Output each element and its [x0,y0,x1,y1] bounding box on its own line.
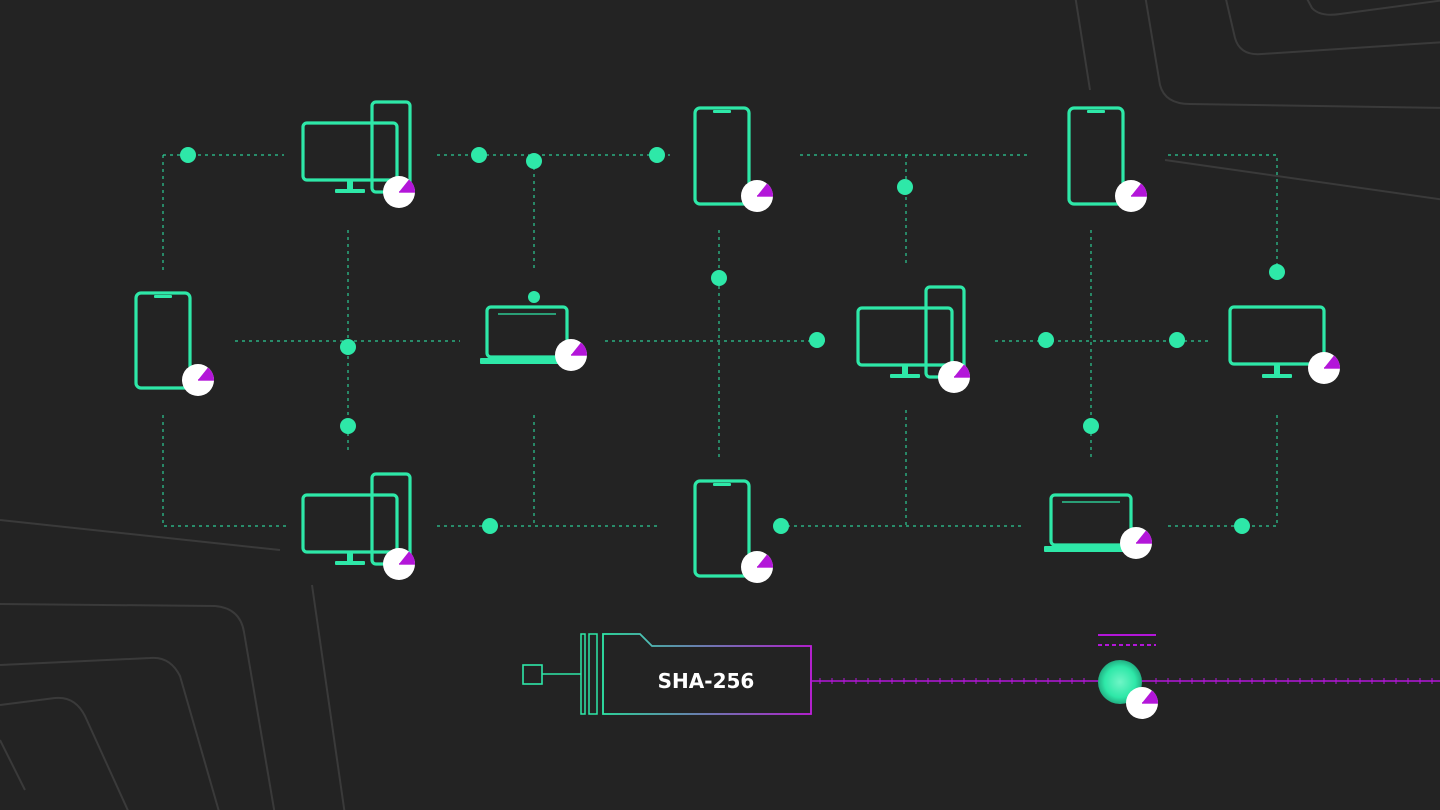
phone-icon [693,106,774,213]
phone-icon [134,291,215,397]
hash-box [602,633,812,715]
network-nodes [180,147,1285,534]
node [809,332,825,348]
progress-pie-icon [554,338,588,372]
progress-pie-icon [1119,526,1153,560]
node [773,518,789,534]
progress-pie-icon [382,547,416,581]
node [482,518,498,534]
node [180,147,196,163]
laptop-icon [1044,493,1153,560]
node [528,291,540,303]
hash-label: SHA-256 [658,669,755,693]
input-square-icon [522,664,543,685]
node [1083,418,1099,434]
phone-icon [1067,106,1148,213]
node [897,179,913,195]
desktop-phone-icon [301,100,416,209]
node [711,270,727,286]
laptop-icon [480,305,588,372]
node [1038,332,1054,348]
phone-icon [693,479,774,584]
progress-pie-icon [181,363,215,397]
monitor-icon [1228,305,1341,385]
node [1269,264,1285,280]
desktop-phone-icon [301,472,416,581]
desktop-phone-icon [856,285,971,394]
node [1234,518,1250,534]
hash-pipeline: SHA-256 [522,633,1440,720]
progress-pie-icon [1114,179,1148,213]
progress-pie-icon [1125,686,1159,720]
node [471,147,487,163]
node [649,147,665,163]
progress-pie-icon [1307,351,1341,385]
progress-pie-icon [740,179,774,213]
node [526,153,542,169]
network-links [162,154,1278,527]
node [340,339,356,355]
progress-pie-icon [937,360,971,394]
progress-pie-icon [382,175,416,209]
progress-pie-icon [740,550,774,584]
node [1169,332,1185,348]
node [340,418,356,434]
hash-output-ticks [819,678,1433,684]
